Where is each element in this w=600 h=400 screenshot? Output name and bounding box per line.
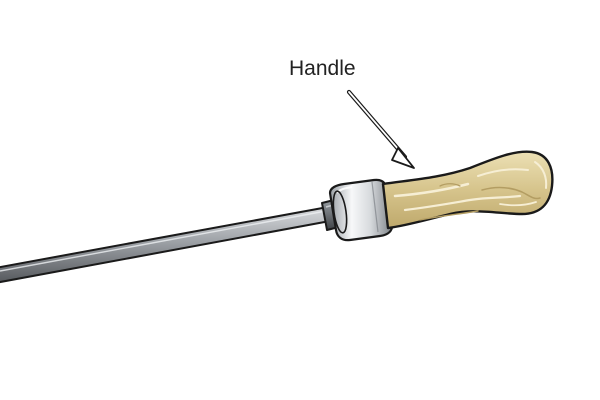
shaft	[0, 206, 331, 284]
handle-label: Handle	[289, 57, 356, 80]
wooden-handle	[381, 150, 554, 230]
arrow-icon	[346, 89, 415, 169]
